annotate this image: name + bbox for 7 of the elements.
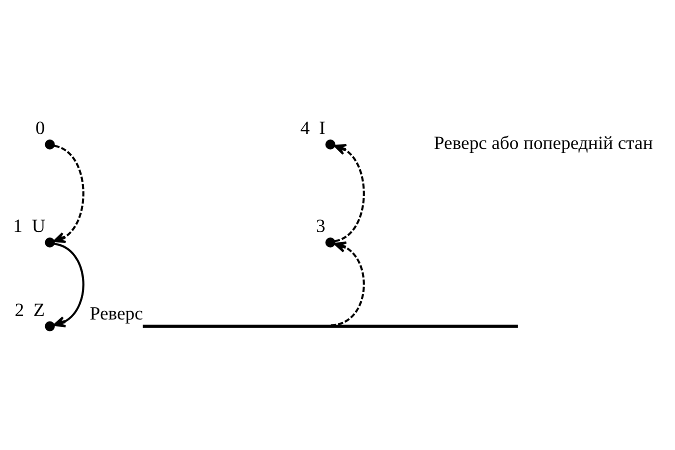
node-label: 1 U [12,216,45,238]
label: Реверс або попередній стан [433,133,652,154]
node-label: 2 Z [14,300,44,321]
node-label: 4 I [300,118,325,140]
node-label: 0 [34,118,44,140]
node-label: 3 [316,216,325,238]
node-label: Реверс [89,303,142,324]
